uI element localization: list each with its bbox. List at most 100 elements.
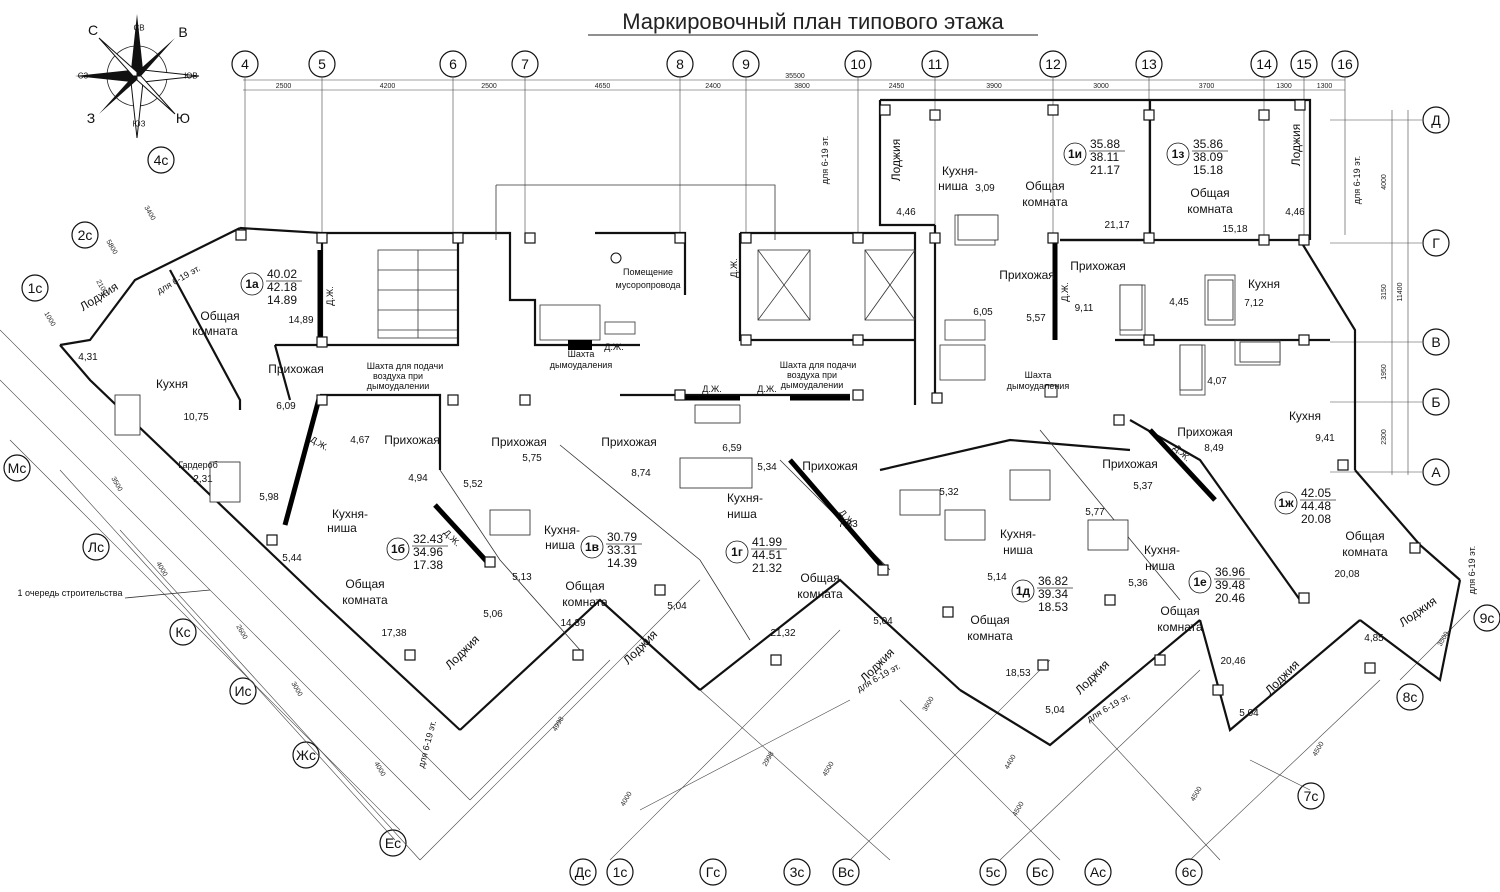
column-44 xyxy=(879,104,891,116)
dim-bottom-6: 4500 xyxy=(1012,801,1026,818)
label-loggia-1d: Лоджия xyxy=(1072,657,1112,697)
dim-top-2: 2500 xyxy=(481,83,497,90)
axis-left-2-label: 1с xyxy=(28,280,43,296)
axis-bottom-5-label: 5с xyxy=(986,864,1001,880)
label-living-1b-1: Общая xyxy=(345,577,384,591)
axis-bottom-4: Вс xyxy=(832,858,860,886)
axis-right-2: В xyxy=(1422,328,1450,356)
apartment-area-2: 39.34 xyxy=(1038,587,1068,601)
apartment-area-2: 38.11 xyxy=(1090,150,1119,164)
room-areas: 4,31 10,75 14,89 6,09 2,31 5,98 5,44 4,6… xyxy=(78,183,1384,719)
axis-bottom-3-label: 3с xyxy=(790,864,805,880)
compass-s: Ю xyxy=(176,110,190,126)
compass-se: ЮВ xyxy=(184,72,197,81)
diagonal-grid-lines xyxy=(0,329,1471,861)
column-22 xyxy=(519,394,531,406)
axis-left-0: 4с xyxy=(147,146,175,174)
column-0 xyxy=(316,232,328,244)
area-557: 5,57 xyxy=(1026,313,1046,324)
apartment-area-3: 20.46 xyxy=(1215,591,1245,605)
dim-bottom-0: 4998 xyxy=(552,716,566,733)
smoke-shaft-block xyxy=(568,340,592,350)
dim-top-10: 1300 xyxy=(1276,83,1292,90)
label-living-1g-1: Общая xyxy=(800,571,839,585)
column-42 xyxy=(1409,542,1421,554)
dim-top-11: 1300 xyxy=(1317,83,1333,90)
label-kniche-1e-2: ниша xyxy=(1145,559,1175,573)
apartment-area-2: 44.51 xyxy=(752,548,782,562)
column-3 xyxy=(524,232,536,244)
column-27 xyxy=(1337,459,1349,471)
label-living-1e-2: комната xyxy=(1157,620,1203,634)
label-dzh-3: Д.Ж. xyxy=(729,258,739,277)
label-living-1d-2: комната xyxy=(967,629,1013,643)
label-queue: 1 очередь строительства xyxy=(18,588,123,598)
dim-bottom-3: 4500 xyxy=(822,761,836,778)
axis-top-3: 7 xyxy=(511,50,539,78)
axis-left-6-label: Ис xyxy=(234,683,251,699)
dim-bottom-4: 3600 xyxy=(922,696,936,713)
label-kniche-1d-2: ниша xyxy=(1003,543,1033,557)
axis-top-11: 15 xyxy=(1290,50,1318,78)
area-504b: 5,04 xyxy=(873,616,893,627)
area-446b: 4,46 xyxy=(1285,207,1305,218)
area-537: 5,37 xyxy=(1133,481,1153,492)
label-hall-1a: Прихожая xyxy=(268,362,324,376)
apartment-area-2: 33.31 xyxy=(607,543,637,557)
label-wardrobe: Гардероб xyxy=(178,460,218,470)
axis-top-12: 16 xyxy=(1331,50,1359,78)
label-floors-2: для 6-19 эт. xyxy=(1352,156,1362,204)
apartment-id: 1в xyxy=(585,540,599,554)
area-2008: 20,08 xyxy=(1334,569,1359,580)
axis-left-5-label: Кс xyxy=(175,624,190,640)
apartment-area-2: 42.18 xyxy=(267,280,297,294)
axis-top-7-label: 11 xyxy=(928,56,943,72)
label-garbage-2: мусоропровода xyxy=(616,280,681,290)
dim-left-4: 3500 xyxy=(109,476,123,493)
axis-top-3-label: 7 xyxy=(521,56,529,72)
axis-left-4-label: Лс xyxy=(88,539,104,555)
column-6 xyxy=(852,232,864,244)
label-dzh-5: Д.Ж. xyxy=(702,384,721,394)
axis-left-3-label: Мс xyxy=(8,460,27,476)
column-43 xyxy=(235,229,247,241)
axis-bottom-10-label: 8с xyxy=(1403,689,1418,705)
axis-bottom-4-label: Вс xyxy=(838,864,854,880)
area-941: 9,41 xyxy=(1315,433,1335,444)
label-living-1zh-2: комната xyxy=(1342,545,1388,559)
column-8 xyxy=(852,334,864,346)
area-605: 6,05 xyxy=(973,307,993,318)
axis-bottom-5: 5с xyxy=(979,858,1007,886)
label-kniche-1b-1: Кухня- xyxy=(332,507,368,521)
axis-top-10-label: 14 xyxy=(1256,56,1272,72)
area-467: 4,67 xyxy=(350,435,370,446)
axis-right-3-label: Б xyxy=(1431,394,1440,410)
column-18 xyxy=(1143,334,1155,346)
axis-top-4-label: 8 xyxy=(676,56,684,72)
apartment-id: 1е xyxy=(1193,575,1207,589)
label-kniche-1g-1: Кухня- xyxy=(727,491,763,505)
column-41 xyxy=(1364,662,1376,674)
column-17 xyxy=(1298,234,1310,246)
apartment-area-2: 38.09 xyxy=(1193,150,1223,164)
label-dzh-7: Д.Ж. xyxy=(309,434,331,452)
column-2 xyxy=(452,232,464,244)
label-smoke-4: дымоудаления xyxy=(1007,381,1070,391)
label-living-1g-2: комната xyxy=(797,587,843,601)
column-28 xyxy=(266,534,278,546)
apartment-id: 1г xyxy=(731,545,743,559)
area-506: 5,06 xyxy=(483,609,503,620)
axis-bottom-9-label: 7с xyxy=(1304,788,1319,804)
axis-bottom-8: 6с xyxy=(1175,858,1203,886)
label-kniche-1v-2: ниша xyxy=(545,538,575,552)
garbage-chute-icon xyxy=(610,252,622,264)
label-living-1b-2: комната xyxy=(342,593,388,607)
label-dzh-4: Д.Ж. xyxy=(604,342,623,352)
axis-bottom-7: Ас xyxy=(1084,858,1112,886)
axis-bottom-11-label: 9с xyxy=(1480,610,1495,626)
axis-right-1: Г xyxy=(1422,229,1450,257)
column-33 xyxy=(770,654,782,666)
